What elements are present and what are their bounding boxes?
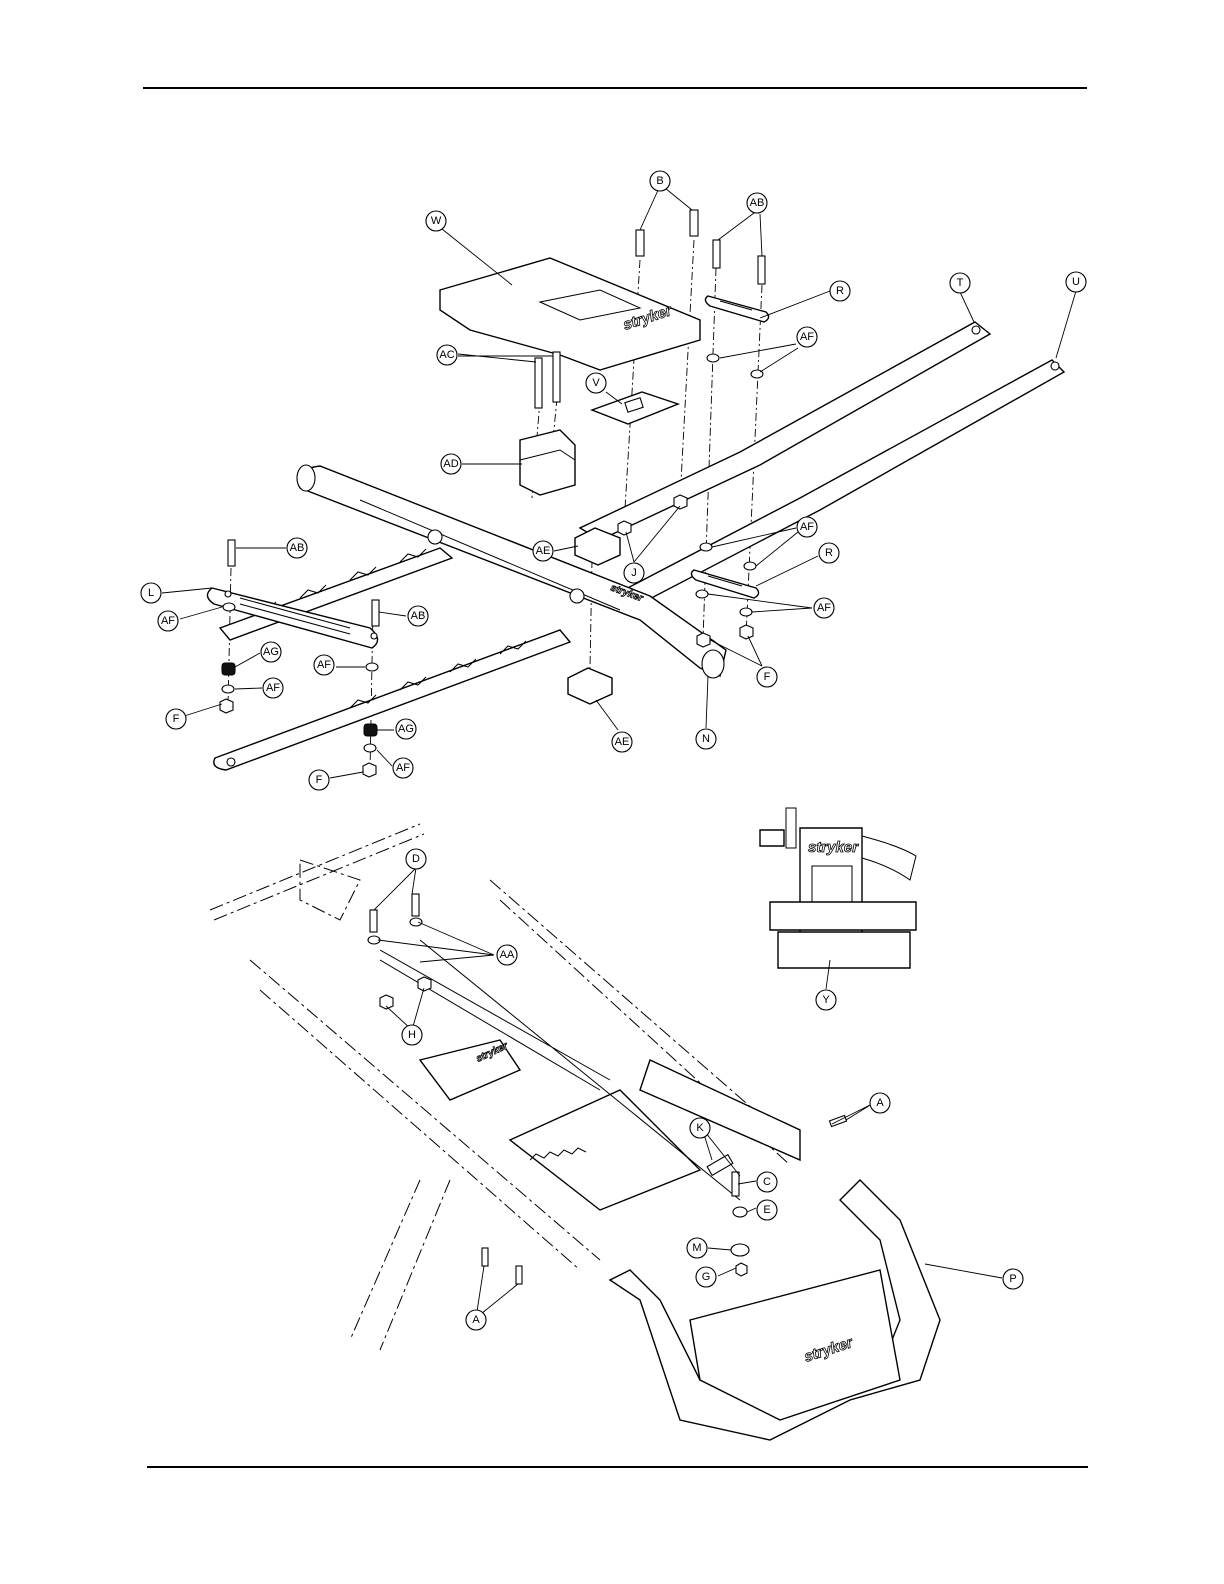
svg-text:AF: AF — [800, 521, 814, 533]
callout-n: N — [696, 729, 716, 749]
svg-text:AF: AF — [266, 682, 280, 694]
callout-w: W — [426, 211, 446, 231]
callout-ae-upper: AE — [533, 541, 553, 561]
callout-af-left-lower: AF — [263, 678, 283, 698]
callout-g: G — [696, 1267, 716, 1287]
callout-r-upper: R — [830, 281, 850, 301]
svg-text:AD: AD — [443, 458, 458, 470]
svg-text:Y: Y — [822, 994, 830, 1006]
svg-text:AB: AB — [290, 542, 305, 554]
callout-ab-mid: AB — [408, 606, 428, 626]
svg-text:F: F — [764, 671, 771, 683]
callout-m: M — [687, 1238, 707, 1258]
svg-text:AG: AG — [398, 723, 414, 735]
svg-text:V: V — [592, 377, 600, 389]
callout-d: D — [406, 849, 426, 869]
svg-text:AG: AG — [263, 646, 279, 658]
svg-text:H: H — [408, 1029, 416, 1041]
block-ae-lower — [568, 668, 612, 704]
svg-text:K: K — [696, 1122, 704, 1134]
bracket-ad — [520, 430, 575, 495]
callout-u: U — [1066, 272, 1086, 292]
callout-ab-top: AB — [747, 193, 767, 213]
callout-af-left: AF — [158, 611, 178, 631]
callout-ad: AD — [441, 454, 461, 474]
svg-text:F: F — [316, 774, 323, 786]
callout-c: C — [757, 1172, 777, 1192]
callout-h: H — [402, 1025, 422, 1045]
svg-text:AF: AF — [396, 762, 410, 774]
plate-v — [592, 392, 678, 424]
callout-e: E — [757, 1200, 777, 1220]
springs-ag — [222, 663, 377, 736]
slot-plate-r-upper — [705, 296, 768, 322]
callout-aa: AA — [497, 945, 517, 965]
callout-f-bottom: F — [309, 770, 329, 790]
callout-y: Y — [816, 990, 836, 1010]
svg-text:J: J — [631, 567, 637, 579]
callout-a-right: A — [870, 1093, 890, 1113]
callout-af-top: AF — [797, 327, 817, 347]
callout-b: B — [650, 171, 670, 191]
svg-text:G: G — [702, 1271, 711, 1283]
callout-af-bottom: AF — [393, 758, 413, 778]
callout-j: J — [624, 563, 644, 583]
svg-text:AF: AF — [317, 659, 331, 671]
svg-text:AB: AB — [411, 610, 426, 622]
svg-text:U: U — [1072, 276, 1080, 288]
callout-ae-lower: AE — [612, 732, 632, 752]
svg-text:AE: AE — [615, 736, 630, 748]
svg-text:AE: AE — [536, 545, 551, 557]
svg-text:P: P — [1009, 1273, 1016, 1285]
callout-t: T — [950, 273, 970, 293]
callout-af-mid: AF — [314, 655, 334, 675]
upper-exploded-view: stryker stryker — [207, 210, 1064, 777]
svg-text:M: M — [692, 1242, 701, 1254]
svg-text:C: C — [763, 1176, 771, 1188]
svg-text:T: T — [957, 277, 964, 289]
svg-text:R: R — [825, 547, 833, 559]
callout-ab-left: AB — [287, 538, 307, 558]
svg-text:R: R — [836, 285, 844, 297]
svg-text:B: B — [656, 175, 663, 187]
callout-af-right-lower: AF — [814, 598, 834, 618]
callout-ac: AC — [437, 345, 457, 365]
svg-text:AB: AB — [750, 197, 765, 209]
svg-text:D: D — [412, 853, 420, 865]
svg-text:A: A — [472, 1314, 480, 1326]
callout-a-left: A — [466, 1310, 486, 1330]
callout-l: L — [141, 583, 161, 603]
svg-text:A: A — [876, 1097, 884, 1109]
svg-text:N: N — [702, 733, 710, 745]
callout-ag-mid: AG — [396, 719, 416, 739]
callout-r-lower: R — [819, 543, 839, 563]
svg-text:AC: AC — [439, 349, 454, 361]
svg-text:AA: AA — [500, 949, 515, 961]
callout-p: P — [1003, 1269, 1023, 1289]
callout-af-right-upper: AF — [797, 517, 817, 537]
callout-k: K — [690, 1118, 710, 1138]
svg-text:AF: AF — [161, 615, 175, 627]
callout-f-right: F — [757, 667, 777, 687]
callout-v: V — [586, 373, 606, 393]
svg-text:L: L — [148, 587, 154, 599]
svg-text:W: W — [431, 215, 442, 227]
svg-text:F: F — [173, 713, 180, 725]
callout-f-left: F — [166, 709, 186, 729]
callout-ag-left: AG — [261, 642, 281, 662]
handle-p: stryker — [610, 1180, 940, 1440]
svg-text:AF: AF — [800, 331, 814, 343]
cover-w: stryker — [440, 258, 700, 370]
inset-detail-y: stryker — [760, 808, 916, 968]
svg-text:AF: AF — [817, 602, 831, 614]
svg-text:E: E — [763, 1204, 770, 1216]
inset-logo: stryker — [808, 839, 859, 856]
